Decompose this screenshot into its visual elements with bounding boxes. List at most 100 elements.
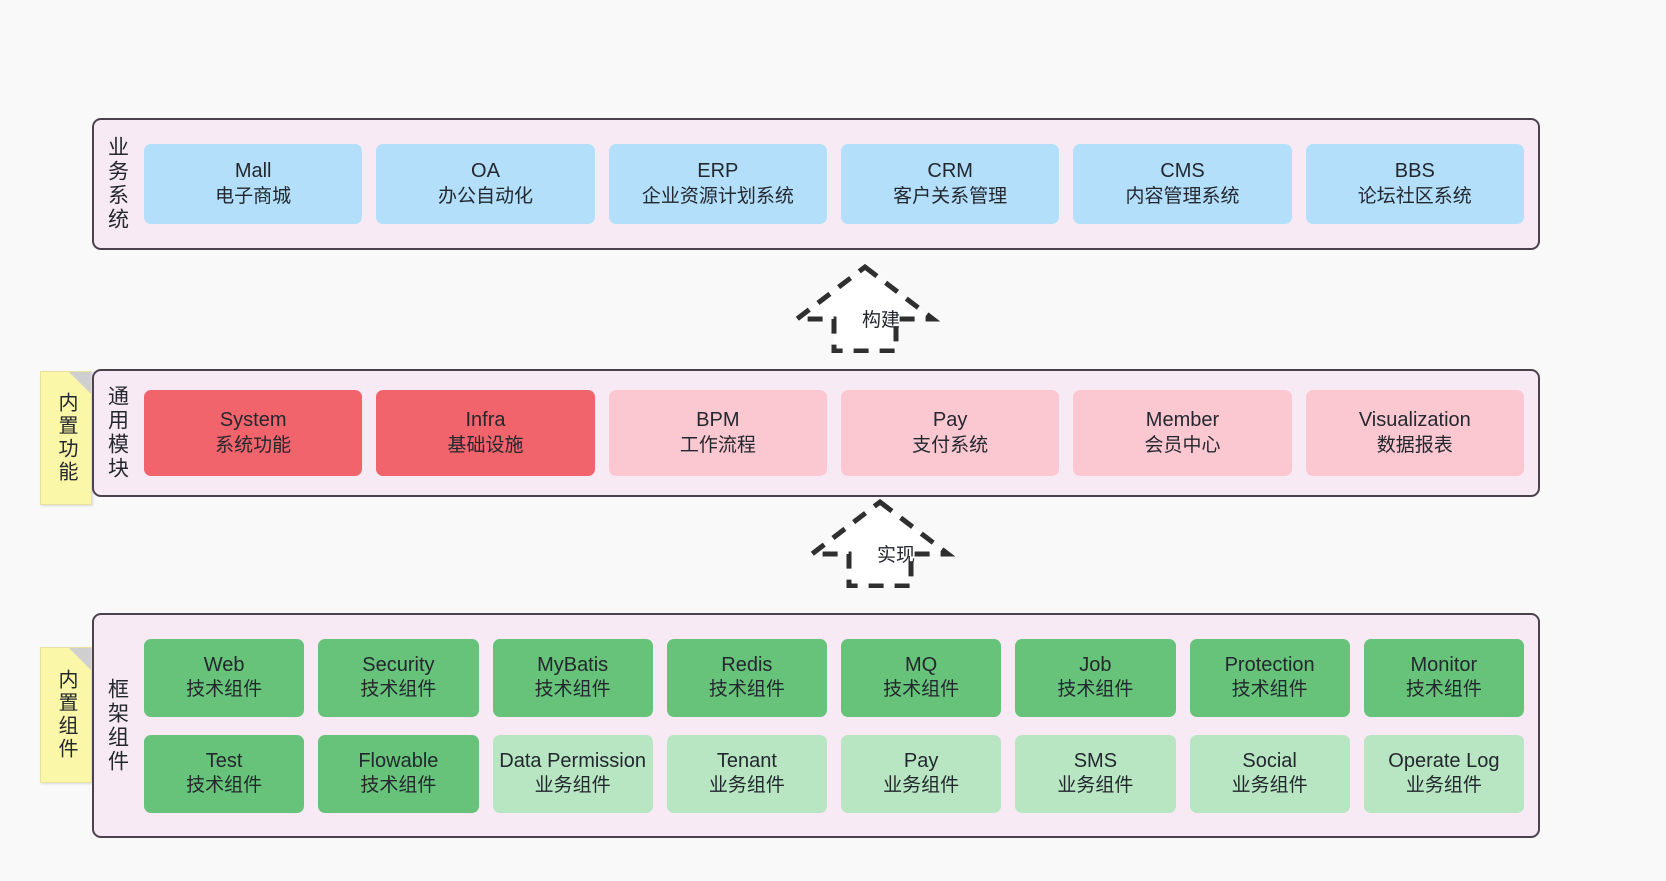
fold-corner-icon bbox=[69, 648, 91, 670]
card-subtitle: 技术组件 bbox=[1057, 679, 1134, 701]
card-title: BBS bbox=[1394, 160, 1435, 183]
card-subtitle: 业务组件 bbox=[534, 775, 611, 797]
card-title: SMS bbox=[1073, 749, 1118, 772]
sticky-note-builtin-components: 内置组件 bbox=[40, 647, 92, 783]
card-flowable[interactable]: Flowable 技术组件 bbox=[318, 734, 479, 813]
card-web[interactable]: Web 技术组件 bbox=[144, 638, 305, 717]
card-erp[interactable]: ERP 企业资源计划系统 bbox=[608, 144, 827, 224]
card-operate-log[interactable]: Operate Log 业务组件 bbox=[1363, 734, 1524, 813]
card-title: Test bbox=[205, 749, 243, 772]
card-title: BPM bbox=[696, 409, 740, 432]
card-redis[interactable]: Redis 技术组件 bbox=[666, 638, 827, 717]
layer-label-framework: 框架组件 bbox=[105, 677, 129, 774]
card-title: System bbox=[219, 409, 287, 432]
card-title: Monitor bbox=[1410, 653, 1478, 676]
card-subtitle: 技术组件 bbox=[186, 775, 263, 797]
card-title: Security bbox=[362, 653, 435, 676]
layer-framework-components: 框架组件 Web 技术组件 Security 技术组件 MyBatis 技术组件… bbox=[92, 613, 1540, 838]
card-infra[interactable]: Infra 基础设施 bbox=[376, 390, 595, 476]
card-cms[interactable]: CMS 内容管理系统 bbox=[1073, 144, 1292, 224]
card-subtitle: 论坛社区系统 bbox=[1357, 185, 1472, 207]
card-title: ERP bbox=[697, 160, 739, 183]
layer-body-framework: Web 技术组件 Security 技术组件 MyBatis 技术组件 Redi… bbox=[140, 615, 1538, 836]
card-title: CMS bbox=[1160, 160, 1205, 183]
card-subtitle: 数据报表 bbox=[1376, 434, 1453, 456]
card-member[interactable]: Member 会员中心 bbox=[1073, 390, 1292, 476]
connector-implement-label: 实现 bbox=[877, 545, 916, 566]
card-protection[interactable]: Protection 技术组件 bbox=[1189, 638, 1350, 717]
card-mq[interactable]: MQ 技术组件 bbox=[841, 638, 1002, 717]
card-title: Infra bbox=[465, 409, 506, 432]
card-subtitle: 系统功能 bbox=[215, 434, 292, 456]
card-bbs[interactable]: BBS 论坛社区系统 bbox=[1305, 144, 1524, 224]
card-subtitle: 电子商城 bbox=[215, 185, 292, 207]
card-data-permission[interactable]: Data Permission 业务组件 bbox=[492, 734, 653, 813]
card-title: Job bbox=[1079, 653, 1112, 676]
layer-common-modules: 通用模块 System 系统功能 Infra 基础设施 BPM 工作流程 Pay… bbox=[92, 369, 1540, 497]
card-subtitle: 技术组件 bbox=[360, 775, 437, 797]
layer-label-modules: 通用模块 bbox=[105, 385, 129, 481]
card-title: Data Permission bbox=[499, 749, 646, 772]
fold-corner-icon bbox=[69, 372, 91, 394]
card-subtitle: 技术组件 bbox=[186, 679, 263, 701]
card-title: MQ bbox=[905, 653, 938, 676]
card-title: Pay bbox=[932, 409, 968, 432]
card-subtitle: 业务组件 bbox=[883, 775, 960, 797]
sticky-note-builtin-features: 内置功能 bbox=[40, 371, 92, 505]
card-subtitle: 技术组件 bbox=[883, 679, 960, 701]
card-subtitle: 业务组件 bbox=[1405, 775, 1482, 797]
card-subtitle: 企业资源计划系统 bbox=[641, 185, 794, 207]
card-sms[interactable]: SMS 业务组件 bbox=[1015, 734, 1176, 813]
sticky-note-label: 内置功能 bbox=[55, 392, 77, 484]
connector-build-label: 构建 bbox=[862, 310, 901, 331]
modules-card-row: System 系统功能 Infra 基础设施 BPM 工作流程 Pay 支付系统… bbox=[144, 390, 1524, 476]
card-title: Social bbox=[1242, 749, 1297, 772]
card-subtitle: 业务组件 bbox=[708, 775, 785, 797]
card-job[interactable]: Job 技术组件 bbox=[1015, 638, 1176, 717]
card-title: MyBatis bbox=[537, 653, 609, 676]
card-tenant[interactable]: Tenant 业务组件 bbox=[666, 734, 827, 813]
dashed-up-arrow-icon bbox=[789, 263, 941, 354]
card-oa[interactable]: OA 办公自动化 bbox=[376, 144, 595, 224]
card-visualization[interactable]: Visualization 数据报表 bbox=[1305, 390, 1524, 476]
card-subtitle: 会员中心 bbox=[1144, 434, 1221, 456]
card-security[interactable]: Security 技术组件 bbox=[318, 638, 479, 717]
card-monitor[interactable]: Monitor 技术组件 bbox=[1363, 638, 1524, 717]
card-title: Member bbox=[1145, 409, 1220, 432]
card-subtitle: 内容管理系统 bbox=[1125, 185, 1240, 207]
card-bpm[interactable]: BPM 工作流程 bbox=[608, 390, 827, 476]
card-subtitle: 客户关系管理 bbox=[893, 185, 1008, 207]
card-subtitle: 技术组件 bbox=[360, 679, 437, 701]
card-pay-component[interactable]: Pay 业务组件 bbox=[841, 734, 1002, 813]
card-title: Flowable bbox=[358, 749, 439, 772]
card-mybatis[interactable]: MyBatis 技术组件 bbox=[492, 638, 653, 717]
card-title: Visualization bbox=[1358, 409, 1471, 432]
card-pay-module[interactable]: Pay 支付系统 bbox=[840, 390, 1060, 476]
card-crm[interactable]: CRM 客户关系管理 bbox=[840, 144, 1060, 224]
card-title: OA bbox=[471, 160, 500, 183]
layer-body-business: Mall 电子商城 OA 办公自动化 ERP 企业资源计划系统 CRM 客户关系… bbox=[140, 120, 1538, 248]
card-title: Tenant bbox=[716, 749, 777, 772]
layer-label-business: 业务系统 bbox=[105, 136, 129, 232]
card-title: Web bbox=[203, 653, 245, 676]
card-test[interactable]: Test 技术组件 bbox=[144, 734, 305, 813]
card-subtitle: 技术组件 bbox=[534, 679, 611, 701]
connector-build bbox=[789, 263, 941, 354]
card-mall[interactable]: Mall 电子商城 bbox=[144, 144, 363, 224]
card-subtitle: 技术组件 bbox=[1231, 679, 1308, 701]
card-subtitle: 工作流程 bbox=[679, 434, 756, 456]
card-subtitle: 业务组件 bbox=[1231, 775, 1308, 797]
layer-body-modules: System 系统功能 Infra 基础设施 BPM 工作流程 Pay 支付系统… bbox=[140, 371, 1538, 495]
connector-implement bbox=[804, 498, 956, 589]
card-system[interactable]: System 系统功能 bbox=[144, 390, 363, 476]
card-title: Redis bbox=[721, 653, 773, 676]
card-subtitle: 办公自动化 bbox=[437, 185, 533, 207]
layer-business-systems: 业务系统 Mall 电子商城 OA 办公自动化 ERP 企业资源计划系统 CRM… bbox=[92, 118, 1540, 250]
card-social[interactable]: Social 业务组件 bbox=[1189, 734, 1350, 813]
framework-card-row-2: Test 技术组件 Flowable 技术组件 Data Permission … bbox=[144, 734, 1524, 813]
card-subtitle: 业务组件 bbox=[1057, 775, 1134, 797]
card-title: Operate Log bbox=[1388, 749, 1500, 772]
card-title: Mall bbox=[234, 160, 272, 183]
dashed-up-arrow-icon bbox=[804, 498, 956, 589]
